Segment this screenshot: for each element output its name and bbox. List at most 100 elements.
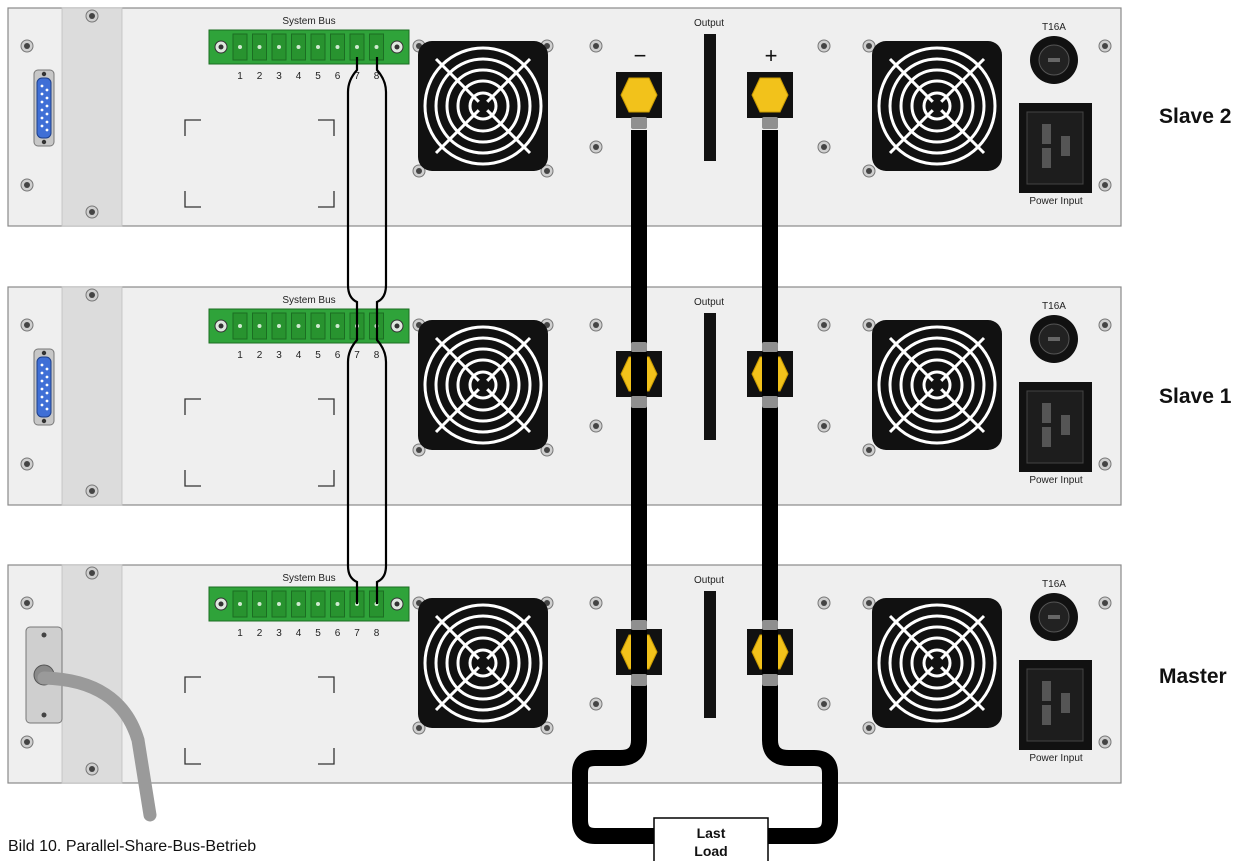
system-bus-label: System Bus bbox=[282, 295, 335, 306]
screw-icon bbox=[589, 419, 603, 433]
figure-caption: Bild 10. Parallel-Share-Bus-Betrieb bbox=[8, 838, 257, 855]
cable-lug bbox=[762, 620, 778, 630]
cable-lug bbox=[631, 674, 647, 686]
screw-icon bbox=[1098, 457, 1112, 471]
dsub-connector-icon[interactable] bbox=[33, 69, 55, 147]
screw-icon bbox=[1098, 39, 1112, 53]
screw-icon bbox=[589, 596, 603, 610]
power-input-label: Power Input bbox=[1029, 475, 1083, 486]
system-bus-connector[interactable] bbox=[208, 308, 410, 344]
screw-icon bbox=[85, 288, 99, 302]
screw-icon bbox=[1098, 735, 1112, 749]
screw-icon bbox=[862, 721, 876, 735]
label-area bbox=[184, 119, 335, 208]
screw-icon bbox=[817, 419, 831, 433]
screw-icon bbox=[1098, 596, 1112, 610]
output-cover-slot bbox=[704, 34, 716, 161]
fan-icon bbox=[416, 596, 550, 730]
plus-sign: + bbox=[765, 43, 778, 68]
screw-icon bbox=[85, 566, 99, 580]
output-terminal-minus[interactable] bbox=[615, 71, 663, 119]
output-label: Output bbox=[694, 575, 724, 586]
pin-number: 8 bbox=[374, 350, 380, 361]
fan-icon bbox=[416, 39, 550, 173]
fuse-holder-icon[interactable] bbox=[1030, 593, 1078, 641]
pin-number: 3 bbox=[276, 350, 282, 361]
power-input-label: Power Input bbox=[1029, 196, 1083, 207]
unit-label-slave-1: Slave 1 bbox=[1159, 385, 1232, 408]
pin-number: 7 bbox=[354, 350, 360, 361]
screw-icon bbox=[85, 205, 99, 219]
cable-lug bbox=[631, 396, 647, 408]
pin-number: 2 bbox=[257, 71, 263, 82]
power-socket-icon[interactable] bbox=[1019, 103, 1092, 193]
pin-number: 2 bbox=[257, 350, 263, 361]
output-label: Output bbox=[694, 18, 724, 29]
screw-icon bbox=[20, 39, 34, 53]
master-interface-cable bbox=[37, 671, 157, 822]
pin-number: 8 bbox=[374, 71, 380, 82]
power-socket-icon[interactable] bbox=[1019, 382, 1092, 472]
unit-label-master: Master bbox=[1159, 665, 1227, 688]
load-label-line1: Last bbox=[697, 825, 726, 841]
screw-icon bbox=[1098, 178, 1112, 192]
screw-icon bbox=[862, 164, 876, 178]
pin-number: 4 bbox=[296, 350, 302, 361]
cable-lug bbox=[631, 342, 647, 352]
cable-lug bbox=[631, 620, 647, 630]
load-box: Last Load bbox=[653, 817, 769, 861]
power-socket-icon[interactable] bbox=[1019, 660, 1092, 750]
cable-lug bbox=[762, 674, 778, 686]
screw-icon bbox=[862, 443, 876, 457]
pin-number: 4 bbox=[296, 71, 302, 82]
pin-number: 3 bbox=[276, 628, 282, 639]
screw-icon bbox=[589, 39, 603, 53]
output-terminal-plus[interactable] bbox=[746, 71, 794, 119]
fuse-label: T16A bbox=[1042, 22, 1066, 33]
fuse-label: T16A bbox=[1042, 579, 1066, 590]
unit-label-slave-2: Slave 2 bbox=[1159, 105, 1231, 128]
screw-icon bbox=[817, 596, 831, 610]
screw-icon bbox=[589, 140, 603, 154]
system-bus-connector[interactable] bbox=[208, 29, 410, 65]
pin-number: 1 bbox=[237, 628, 243, 639]
fuse-holder-icon[interactable] bbox=[1030, 315, 1078, 363]
fuse-holder-icon[interactable] bbox=[1030, 36, 1078, 84]
pin-number: 5 bbox=[315, 350, 321, 361]
screw-icon bbox=[20, 735, 34, 749]
pin-number: 5 bbox=[315, 628, 321, 639]
cable-lug bbox=[762, 117, 778, 129]
screw-icon bbox=[817, 140, 831, 154]
dsub-connector-icon[interactable] bbox=[33, 348, 55, 426]
screw-icon bbox=[817, 318, 831, 332]
pin-number: 6 bbox=[335, 628, 341, 639]
pin-number: 6 bbox=[335, 350, 341, 361]
output-label: Output bbox=[694, 297, 724, 308]
screw-icon bbox=[20, 596, 34, 610]
system-bus-label: System Bus bbox=[282, 16, 335, 27]
cable-lug bbox=[631, 117, 647, 129]
screw-icon bbox=[589, 697, 603, 711]
pin-number: 6 bbox=[335, 71, 341, 82]
pin-number: 8 bbox=[374, 628, 380, 639]
screw-icon bbox=[817, 697, 831, 711]
fan-icon bbox=[416, 318, 550, 452]
screw-icon bbox=[85, 9, 99, 23]
system-bus-label: System Bus bbox=[282, 573, 335, 584]
screw-icon bbox=[20, 178, 34, 192]
pin-number: 1 bbox=[237, 71, 243, 82]
cable-lug bbox=[762, 342, 778, 352]
pin-number: 7 bbox=[354, 71, 360, 82]
system-bus-wires bbox=[346, 57, 388, 604]
screw-icon bbox=[20, 457, 34, 471]
system-bus-connector[interactable] bbox=[208, 586, 410, 622]
output-cover-slot bbox=[704, 591, 716, 718]
screw-icon bbox=[20, 318, 34, 332]
pin-number: 1 bbox=[237, 350, 243, 361]
power-input-label: Power Input bbox=[1029, 753, 1083, 764]
pin-number: 5 bbox=[315, 71, 321, 82]
load-label-line2: Load bbox=[694, 843, 727, 859]
